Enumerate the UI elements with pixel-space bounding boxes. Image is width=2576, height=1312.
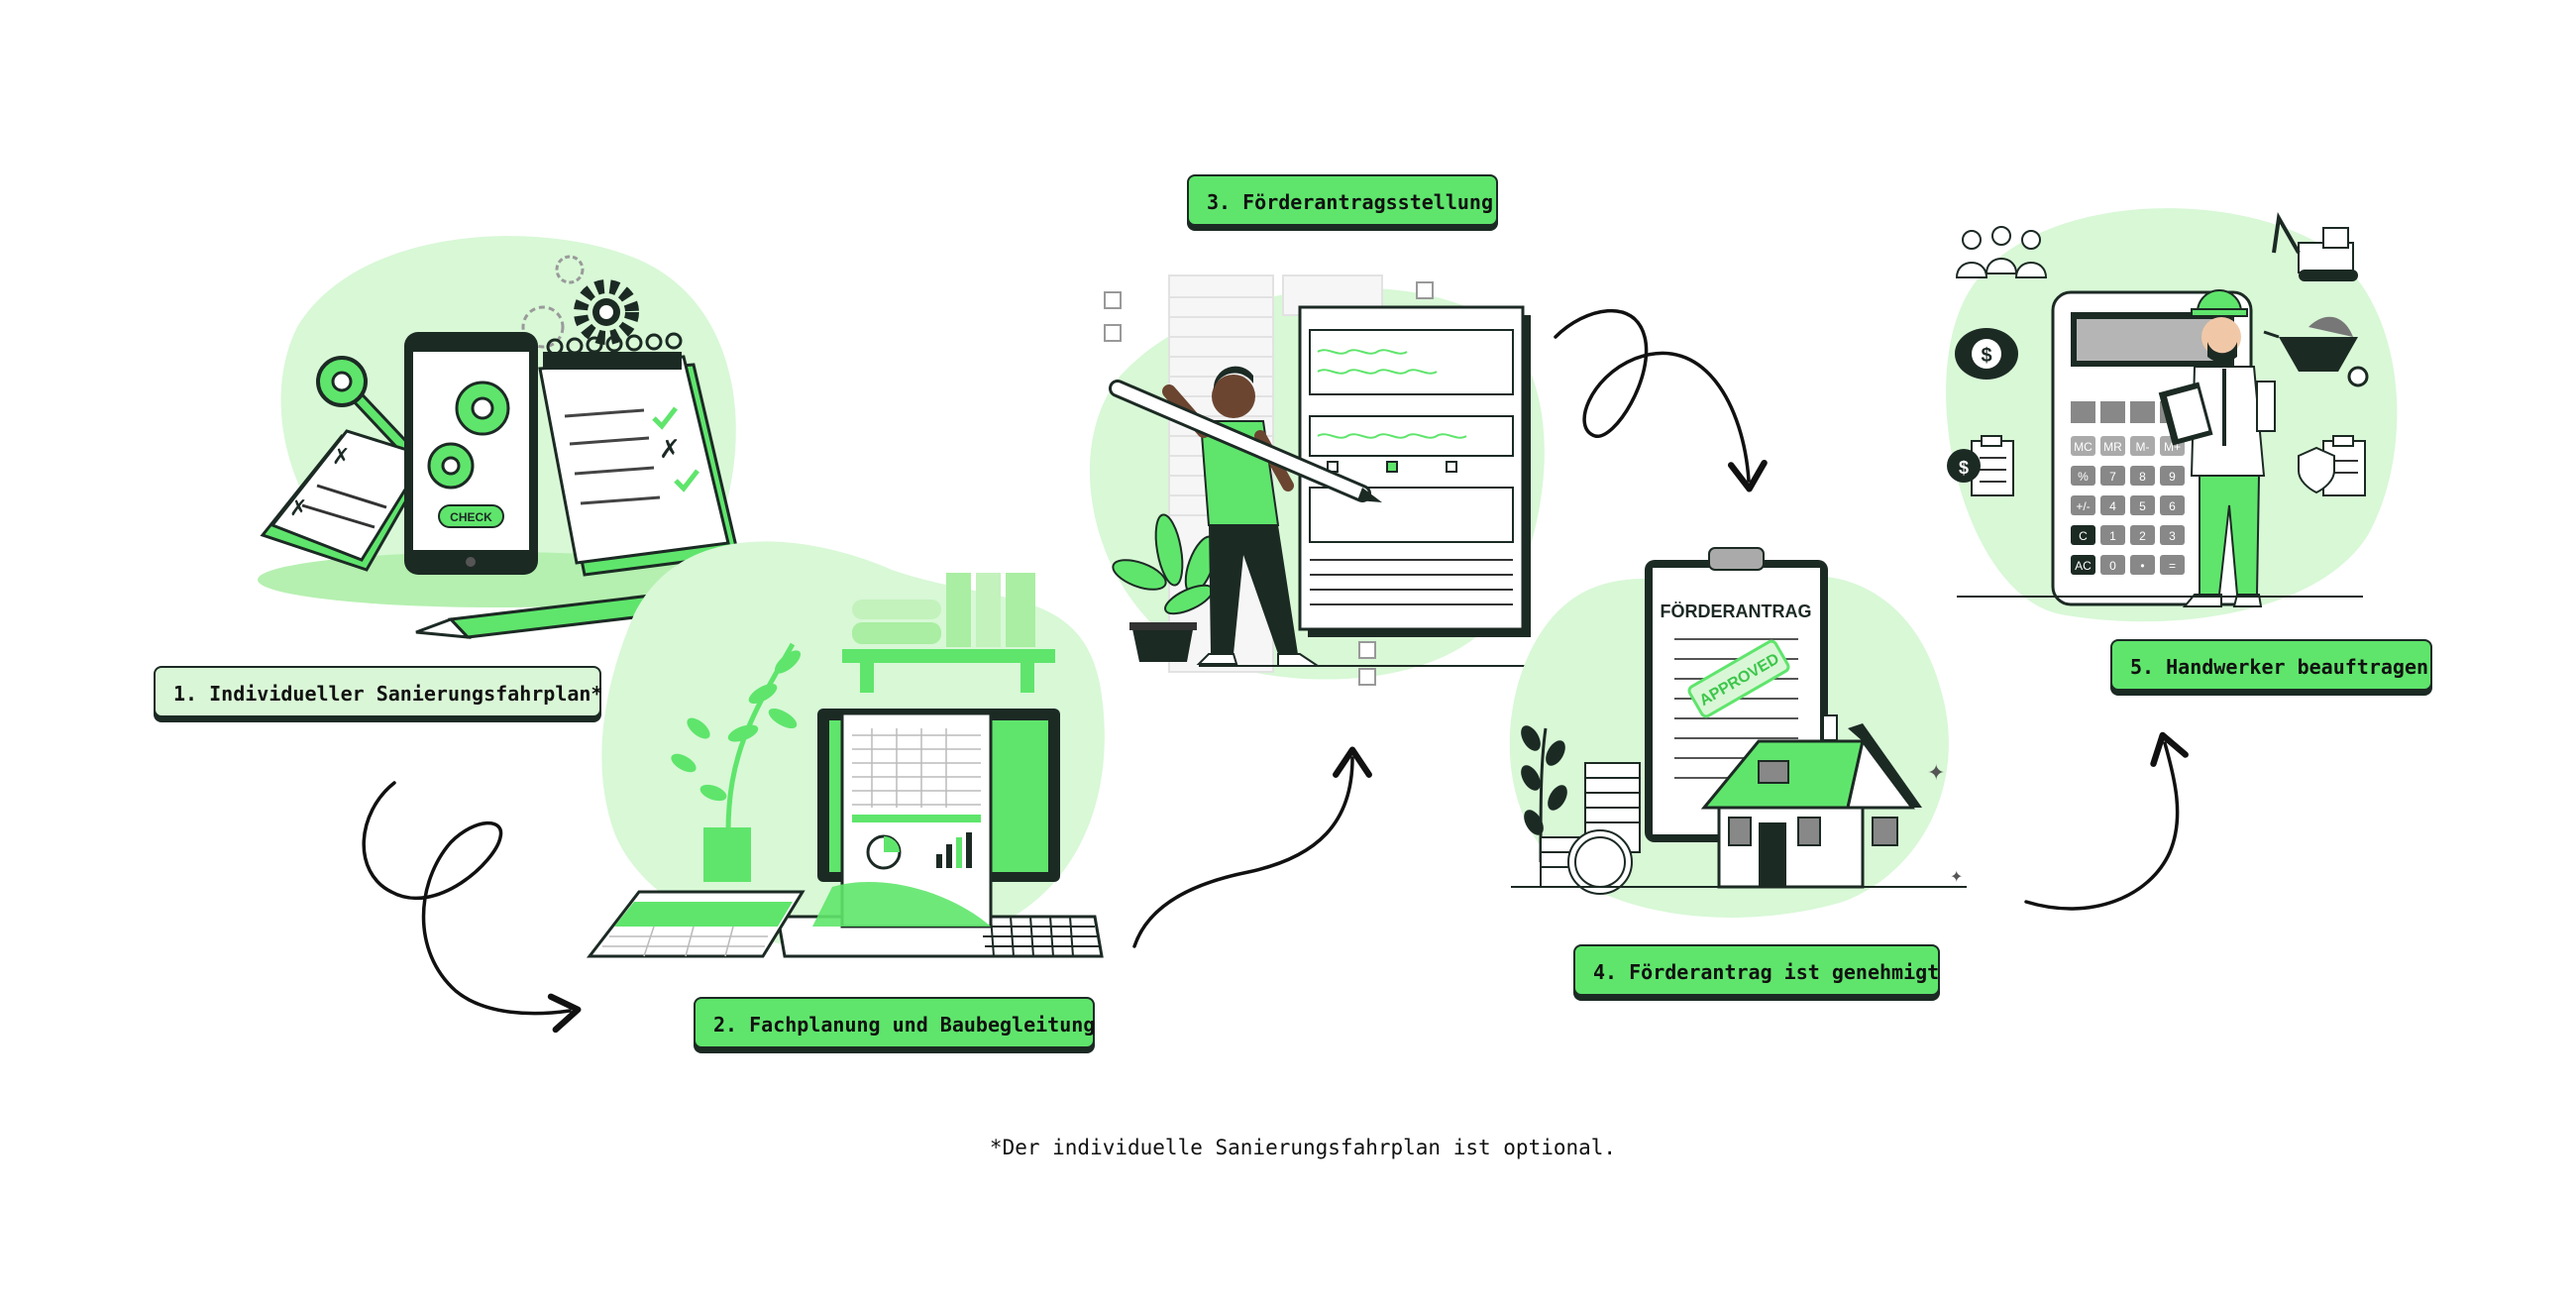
calculator-key-label: 0 <box>2109 559 2116 573</box>
calculator-key-label: C <box>2079 529 2088 543</box>
calculator-key-label: AC <box>2075 559 2092 573</box>
calculator-key-label: 5 <box>2139 499 2146 513</box>
sparkle-icon: ✦ <box>1950 869 1963 886</box>
calculator-key-label: MC <box>2074 440 2093 454</box>
calculator-key-label: % <box>2078 470 2089 484</box>
step-label-3: 3. Förderantragsstellung <box>1187 174 1498 226</box>
svg-text:$: $ <box>1959 458 1969 478</box>
calculator-key-label: 8 <box>2139 470 2146 484</box>
arrow-3-to-4 <box>1556 311 1749 481</box>
calculator-key-label: M- <box>2136 440 2150 454</box>
arrow-1-to-2 <box>364 783 570 1014</box>
calculator-key-label: 4 <box>2109 499 2116 513</box>
calculator-key-label: +/- <box>2076 499 2090 513</box>
svg-text:✗: ✗ <box>659 434 681 464</box>
calculator-key-label: • <box>2140 559 2144 573</box>
svg-text:$: $ <box>1981 345 1991 367</box>
calculator-key-label: 6 <box>2169 499 2176 513</box>
step-label-2: 2. Fachplanung und Baubegleitung <box>694 997 1095 1048</box>
document-table-icon <box>590 892 803 956</box>
svg-text:✗: ✗ <box>289 495 307 520</box>
calculator-key-label: MR <box>2103 440 2122 454</box>
sparkle-icon: ✦ <box>1927 760 1945 785</box>
form-title-text: FÖRDERANTRAG <box>1661 601 1812 621</box>
step-label-1: 1. Individueller Sanierungsfahrplan* <box>154 666 601 717</box>
calculator-key-label: 9 <box>2169 470 2176 484</box>
piggy-bank-icon: $ <box>1955 328 2018 380</box>
arrow-4-to-5 <box>2026 743 2178 909</box>
calculator-key-label: 1 <box>2109 529 2116 543</box>
step-label-4: 4. Förderantrag ist genehmigt <box>1573 944 1940 996</box>
calculator-key-label: 3 <box>2169 529 2176 543</box>
check-button-text: CHECK <box>450 510 492 524</box>
illustration-planning <box>590 541 1105 956</box>
step-label-5: 5. Handwerker beauftragen <box>2110 639 2432 691</box>
phone-icon: CHECK <box>404 332 538 575</box>
illustration-application <box>1090 275 1546 685</box>
footnote: *Der individuelle Sanierungsfahrplan ist… <box>0 1136 2576 1159</box>
illustration-approved: FÖRDERANTRAG APPROVED <box>1510 548 1967 918</box>
calculator-key-label: 2 <box>2139 529 2146 543</box>
arrow-2-to-3 <box>1134 758 1352 946</box>
svg-text:✗: ✗ <box>332 444 350 469</box>
calculator-key-label: = <box>2169 559 2176 573</box>
calculator-key-label: 7 <box>2109 470 2116 484</box>
